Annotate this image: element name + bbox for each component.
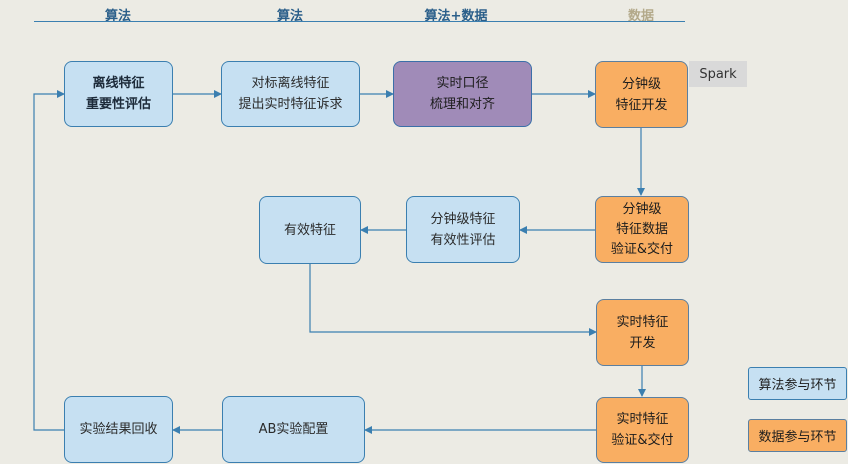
node-realtime-spec: 实时口径 梳理和对齐 — [393, 61, 532, 127]
header-algo-2: 算法 — [276, 9, 303, 24]
node-result-collect: 实验结果回收 — [64, 396, 173, 463]
node-valid-features: 有效特征 — [259, 196, 361, 264]
node-offline-eval: 离线特征 重要性评估 — [64, 61, 173, 127]
edge-valid-to-rt-dev — [309, 264, 597, 336]
spark-tag: Spark — [689, 61, 747, 87]
header-divider — [34, 21, 685, 22]
node-minute-dev: 分钟级 特征开发 — [595, 61, 688, 128]
node-ab-config: AB实验配置 — [222, 396, 365, 463]
legend-data: 数据参与环节 — [748, 419, 847, 452]
node-minute-verify: 分钟级 特征数据 验证&交付 — [595, 196, 689, 263]
node-minute-validity: 分钟级特征 有效性评估 — [406, 196, 520, 263]
node-rt-verify: 实时特征 验证&交付 — [596, 397, 689, 463]
header-data: 数据 — [627, 9, 654, 24]
edge-result-to-offline — [33, 90, 65, 431]
node-rt-dev: 实时特征 开发 — [596, 299, 689, 366]
header-algo-1: 算法 — [104, 9, 131, 24]
legend-algo: 算法参与环节 — [748, 367, 847, 400]
node-benchmark: 对标离线特征 提出实时特征诉求 — [221, 61, 360, 127]
header-algo-data: 算法+数据 — [424, 9, 488, 24]
